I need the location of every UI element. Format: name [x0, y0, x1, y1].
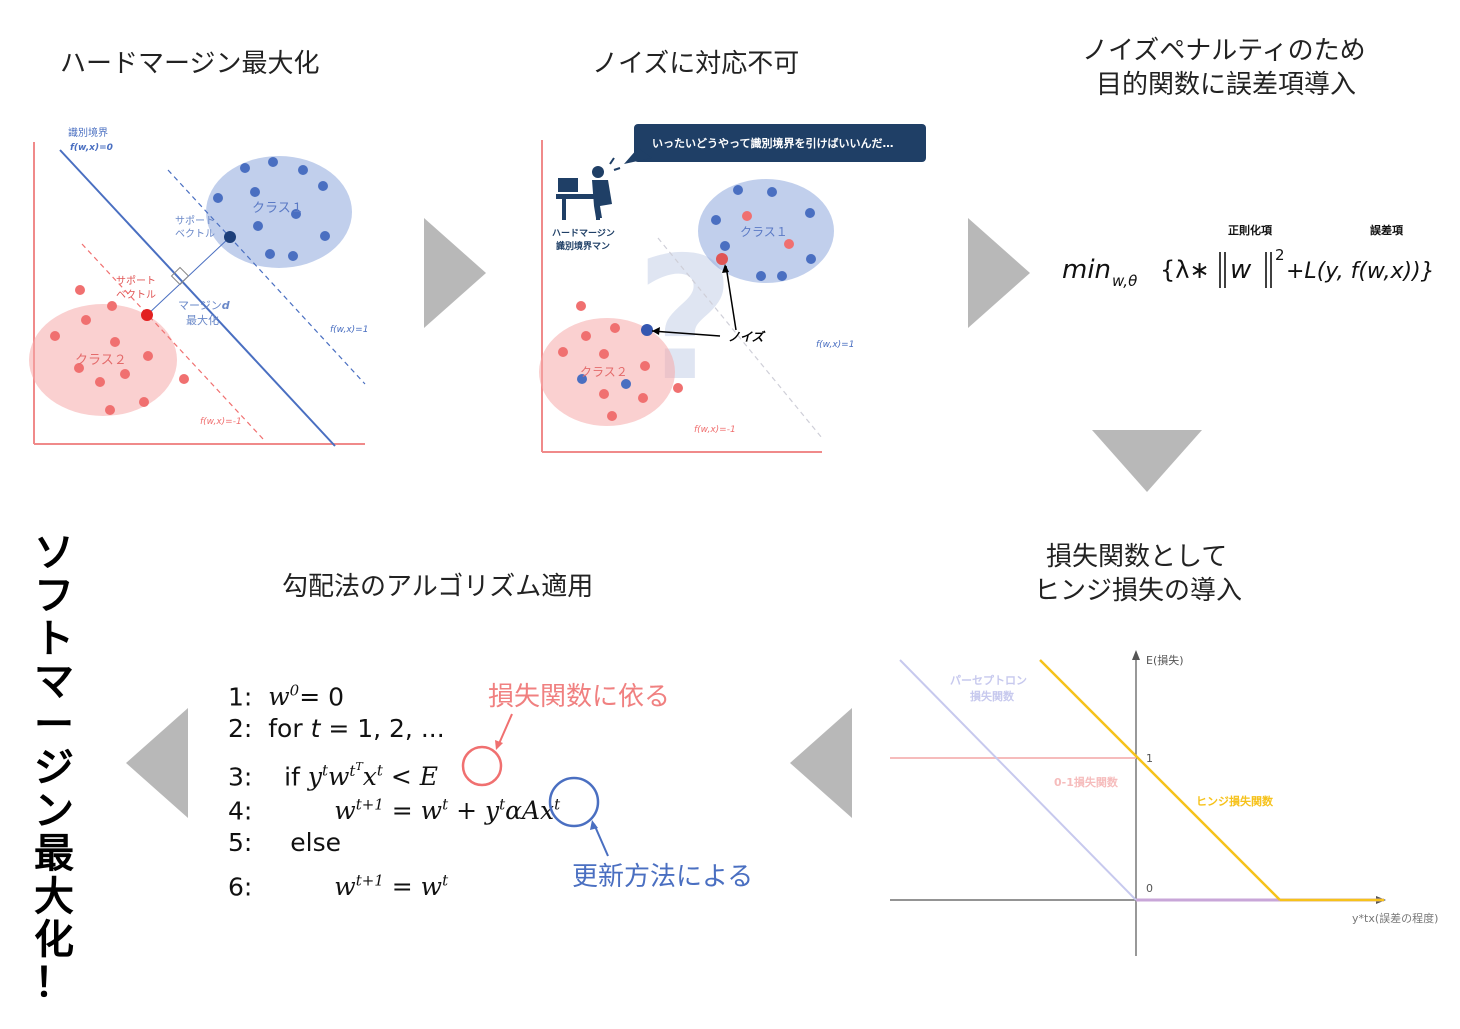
title-penalty-1: ノイズペナルティのため — [1082, 36, 1366, 66]
hard-margin-diagram: 識別境界 f(w,x)=0 クラス１ クラス２ サポート ベクトル サポート ベ… — [29, 126, 368, 447]
err-label: 誤差項 — [1370, 223, 1404, 237]
formula-min: min — [1062, 255, 1111, 285]
arrow-right-icon — [968, 218, 1030, 328]
person-label-1: ハードマージン — [552, 228, 615, 239]
perceptron-label-2: 損失関数 — [970, 689, 1015, 703]
title-hinge-1: 損失関数として — [1046, 542, 1228, 572]
soft-margin-char: ジ — [34, 745, 74, 791]
objective-formula: 正則化項 誤差項 min w,θ {λ∗ w 2 +L(y, f(w,x))} — [1062, 223, 1435, 290]
algo-line-2: 2: for t = 1, 2, ... — [228, 710, 560, 748]
highlight-overlay — [461, 713, 609, 857]
boundary-eq: f(w,x)=0 — [70, 143, 113, 153]
formula-w: w — [1230, 255, 1252, 285]
boundary-label: 識別境界 — [68, 126, 108, 139]
algo-line-5: 5: else — [228, 824, 560, 862]
line-number: 2: — [228, 714, 253, 743]
class2-label: クラス２ — [580, 365, 628, 379]
formula-open: {λ∗ — [1160, 256, 1210, 284]
person-label-2: 識別境界マン — [556, 240, 610, 252]
algorithm-block: 1: w0= 0 2: for t = 1, 2, ... 3: if ytwt… — [228, 672, 561, 902]
hinge-loss-chart: E(損失) y*tx(誤差の程度) 1 0 パーセプトロン 損失関数 0-1損失… — [890, 650, 1438, 956]
soft-margin-char: ！ — [34, 960, 74, 1006]
w-zero: w0 — [268, 682, 300, 712]
title-gradient: 勾配法のアルゴリズム適用 — [282, 572, 594, 602]
title-hinge-2: ヒンジ損失の導入 — [1034, 576, 1243, 606]
support-vector-red-1: サポート — [116, 275, 156, 287]
loop-range: = 1, 2, ... — [320, 714, 445, 743]
support-vector-blue-1: サポート — [175, 215, 215, 227]
arrow-left-icon — [126, 708, 188, 818]
noise-diagram: いったいどうやって識別境界を引けばいいんだ… ハードマージン 識別境界マン ? … — [539, 124, 926, 453]
arrow-left-icon — [790, 708, 852, 818]
for-keyword: for — [268, 714, 311, 743]
speech-bubble: いったいどうやって識別境界を引けばいいんだ… — [652, 136, 893, 150]
soft-margin-char: 大 — [34, 874, 74, 920]
margin-label-text: マージン — [178, 299, 222, 312]
tick-0: 0 — [1146, 882, 1153, 895]
algo-line-3: 3: if ytwtTxt < E — [228, 748, 560, 791]
soft-margin-char: 最 — [34, 831, 74, 877]
y-axis-label: E(損失) — [1146, 653, 1184, 667]
line-number: 5: — [228, 828, 253, 857]
soft-margin-title: ソ フ ト マ ー ジ ン 最 大 化 ！ — [28, 532, 80, 1005]
title-noise: ノイズに対応不可 — [592, 49, 800, 79]
title-hard-margin: ハードマージン最大化 — [60, 49, 320, 79]
tick-1: 1 — [1146, 752, 1153, 765]
arrow-right-icon — [424, 218, 486, 328]
keep-rule: wt+1 = wt — [334, 872, 449, 902]
zero-one-label: 0-1損失関数 — [1054, 775, 1119, 789]
note-update-method: 更新方法による — [572, 862, 754, 892]
perceptron-label-1: パーセプトロン — [950, 673, 1027, 687]
soft-margin-char: ー — [34, 702, 74, 748]
margin-label-1: マージンd — [178, 299, 230, 312]
init-value: = 0 — [299, 682, 345, 712]
noise-label: ノイズ — [728, 330, 766, 344]
formula-loss: +L(y, f(w,x))} — [1286, 259, 1435, 284]
support-vector-blue-2: ベクトル — [175, 228, 215, 240]
note-loss-function: 損失関数に依る — [488, 682, 671, 712]
hinge-label: ヒンジ損失関数 — [1196, 794, 1274, 808]
class1-label: クラス１ — [740, 225, 788, 239]
support-vector-red-2: ベクトル — [116, 289, 156, 301]
soft-margin-char: ト — [34, 616, 74, 662]
margin-label-2: 最大化 — [186, 313, 219, 327]
reg-label: 正則化項 — [1228, 223, 1273, 237]
neg-eq: f(w,x)=-1 — [200, 417, 242, 427]
loop-var: t — [310, 714, 321, 743]
formula-sub: w,θ — [1112, 272, 1137, 290]
algo-line-4: 4: wt+1 = wt + ytαAxt — [228, 786, 561, 826]
algo-line-6: 6: wt+1 = wt — [228, 862, 560, 902]
soft-margin-char: ン — [34, 788, 74, 834]
soft-margin-char: マ — [34, 659, 74, 705]
soft-margin-char: フ — [34, 573, 74, 619]
soft-margin-char: 化 — [34, 917, 74, 963]
line-number: 1: — [228, 682, 253, 712]
else-keyword: else — [290, 828, 342, 857]
update-rule: wt+1 = wt + ytαAxt — [334, 796, 561, 826]
person-at-desk-icon — [556, 157, 621, 220]
line-number: 6: — [228, 872, 253, 902]
condition: ytwtTxt < E — [307, 760, 439, 792]
pos-eq: f(w,x)=1 — [816, 340, 854, 350]
formula-square: 2 — [1275, 246, 1285, 264]
if-keyword: if — [284, 762, 308, 792]
pos-eq: f(w,x)=1 — [330, 325, 368, 335]
line-number: 4: — [228, 796, 253, 826]
soft-margin-char: ソ — [34, 530, 74, 576]
title-penalty-2: 目的関数に誤差項導入 — [1096, 70, 1357, 100]
neg-eq: f(w,x)=-1 — [694, 425, 736, 435]
arrow-down-icon — [1092, 430, 1202, 492]
class2-label: クラス２ — [75, 353, 127, 368]
x-axis-label: y*tx(誤差の程度) — [1352, 911, 1438, 925]
algo-line-1: 1: w0= 0 — [228, 672, 560, 712]
line-number: 3: — [228, 762, 253, 792]
margin-d: d — [222, 299, 230, 312]
class1-label: クラス１ — [252, 201, 304, 216]
